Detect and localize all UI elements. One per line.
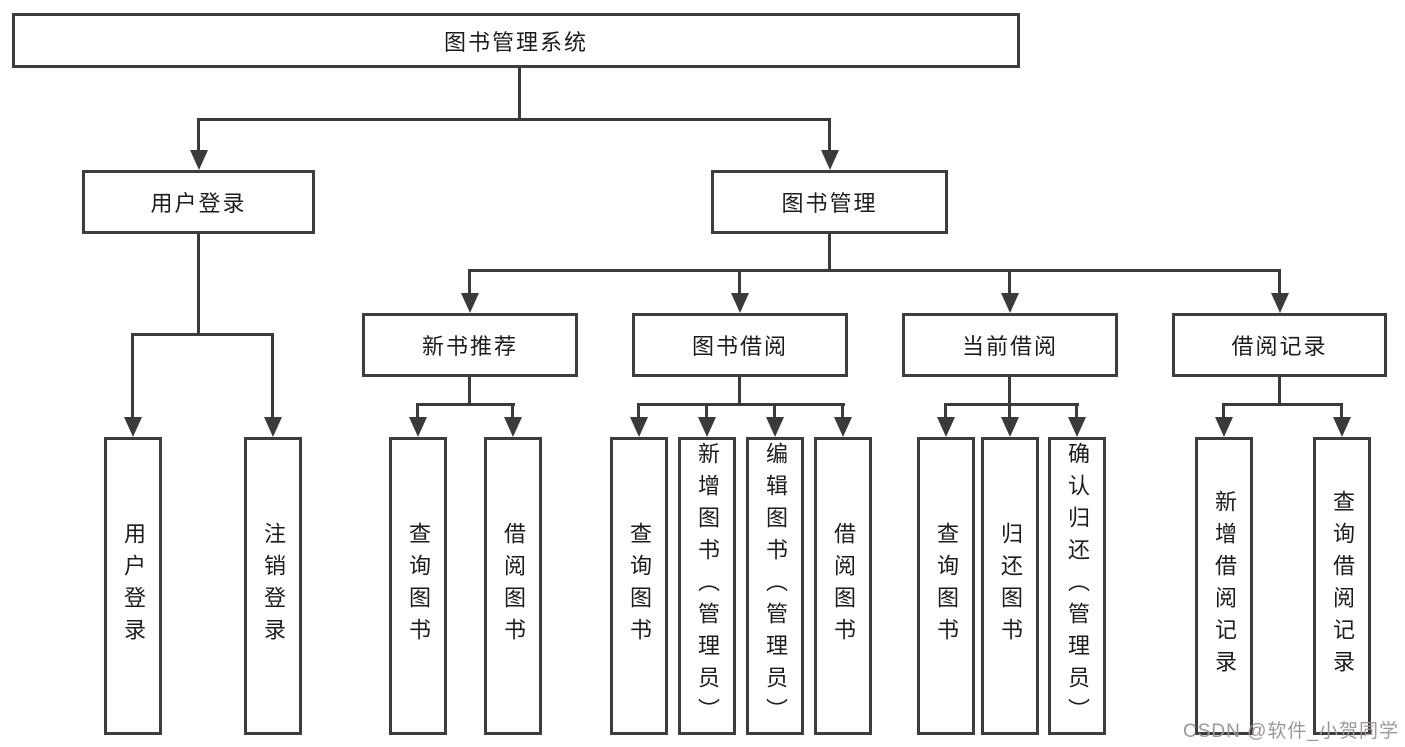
node-new-book-recommend: 新书推荐 <box>362 313 578 377</box>
arrow-down-icon <box>731 293 749 313</box>
node-current-borrow: 当前借阅 <box>902 313 1118 377</box>
leaf-label: 借阅图书 <box>501 522 526 650</box>
connector-line <box>1278 269 1281 295</box>
arrow-down-icon <box>1001 417 1019 437</box>
connector-line <box>518 68 521 120</box>
leaf-borrow-book-2: 借阅图书 <box>814 437 872 735</box>
leaf-logout: 注销登录 <box>244 437 302 735</box>
connector-line <box>944 403 1079 406</box>
leaf-query-book-1: 查询图书 <box>389 437 447 735</box>
arrow-down-icon <box>937 417 955 437</box>
leaf-user-login: 用户登录 <box>104 437 162 735</box>
leaf-label: 新增图书（管理员） <box>695 442 720 730</box>
connector-line <box>271 333 274 419</box>
arrow-down-icon <box>698 417 716 437</box>
leaf-label: 查询借阅记录 <box>1330 490 1355 682</box>
connector-line <box>773 403 776 419</box>
leaf-label: 新增借阅记录 <box>1212 490 1237 682</box>
connector-line <box>197 118 831 121</box>
arrow-down-icon <box>834 417 852 437</box>
leaf-add-book-admin: 新增图书（管理员） <box>678 437 736 735</box>
arrow-down-icon <box>461 293 479 313</box>
leaf-label: 借阅图书 <box>831 522 856 650</box>
connector-line <box>944 403 947 419</box>
connector-line <box>468 377 471 406</box>
leaf-label: 注销登录 <box>261 522 286 650</box>
connector-line <box>131 333 134 419</box>
node-root-library-system: 图书管理系统 <box>12 13 1020 68</box>
connector-line <box>511 403 514 419</box>
arrow-down-icon <box>1271 293 1289 313</box>
leaf-label: 用户登录 <box>121 522 146 650</box>
connector-line <box>131 333 274 336</box>
arrow-down-icon <box>630 417 648 437</box>
connector-line <box>1340 403 1343 419</box>
arrow-down-icon <box>504 417 522 437</box>
node-book-borrow: 图书借阅 <box>632 313 848 377</box>
leaf-return-book: 归还图书 <box>981 437 1039 735</box>
connector-line <box>416 403 419 419</box>
arrow-down-icon <box>1001 293 1019 313</box>
arrow-down-icon <box>409 417 427 437</box>
connector-line <box>197 118 200 152</box>
connector-line <box>1008 269 1011 295</box>
connector-line <box>705 403 708 419</box>
arrow-down-icon <box>1215 417 1233 437</box>
leaf-label: 确认归还（管理员） <box>1065 442 1090 730</box>
connector-line <box>416 403 515 406</box>
node-book-management: 图书管理 <box>711 170 948 234</box>
node-user-login: 用户登录 <box>82 170 315 234</box>
leaf-add-borrow-record: 新增借阅记录 <box>1195 437 1253 735</box>
leaf-borrow-book-1: 借阅图书 <box>484 437 542 735</box>
connector-line <box>468 269 471 295</box>
connector-line <box>637 403 845 406</box>
csdn-watermark: CSDN @软件_小贺同学 <box>1183 721 1399 742</box>
connector-line <box>738 269 741 295</box>
connector-line <box>738 377 741 406</box>
leaf-query-book-3: 查询图书 <box>917 437 975 735</box>
connector-line <box>197 234 200 336</box>
connector-line <box>841 403 844 419</box>
arrow-down-icon <box>190 150 208 170</box>
connector-line <box>828 118 831 152</box>
connector-line <box>828 234 831 272</box>
connector-line <box>1278 377 1281 406</box>
connector-line <box>1008 377 1011 406</box>
connector-line <box>468 269 1281 272</box>
connector-line <box>1222 403 1225 419</box>
leaf-query-borrow-record: 查询借阅记录 <box>1313 437 1371 735</box>
arrow-down-icon <box>1068 417 1086 437</box>
leaf-query-book-2: 查询图书 <box>610 437 668 735</box>
leaf-edit-book-admin: 编辑图书（管理员） <box>746 437 804 735</box>
arrow-down-icon <box>124 417 142 437</box>
connector-line <box>1075 403 1078 419</box>
arrow-down-icon <box>821 150 839 170</box>
connector-line <box>1008 403 1011 419</box>
leaf-confirm-return-admin: 确认归还（管理员） <box>1048 437 1106 735</box>
arrow-down-icon <box>264 417 282 437</box>
node-borrow-record: 借阅记录 <box>1172 313 1387 377</box>
leaf-label: 查询图书 <box>406 522 431 650</box>
arrow-down-icon <box>766 417 784 437</box>
arrow-down-icon <box>1333 417 1351 437</box>
connector-line <box>1222 403 1343 406</box>
connector-line <box>637 403 640 419</box>
leaf-label: 查询图书 <box>627 522 652 650</box>
leaf-label: 查询图书 <box>934 522 959 650</box>
leaf-label: 归还图书 <box>998 522 1023 650</box>
leaf-label: 编辑图书（管理员） <box>763 442 788 730</box>
